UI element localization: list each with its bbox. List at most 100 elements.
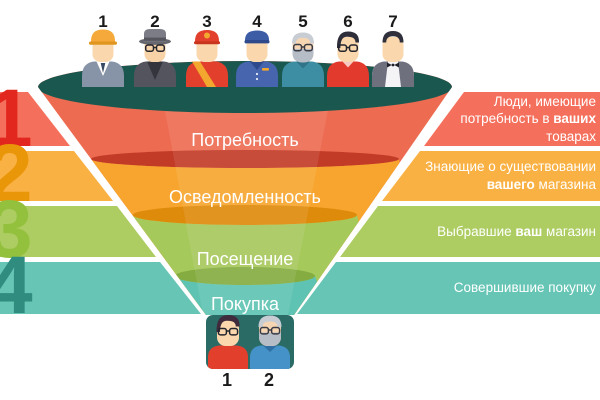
hard-hat-brim [89,41,117,45]
description-text: товарах [546,128,596,144]
funnel-lip-need [91,150,399,168]
builder-tie [100,63,106,73]
fedora-band [144,37,166,41]
senior-polo [282,61,324,87]
uniform-button [255,72,259,76]
buyer-1-hair [216,315,240,332]
glasses-icon [292,43,314,52]
young-collar [342,61,354,68]
band-3-left [0,206,156,257]
description-text-bold: вашего [486,176,535,192]
stage-2-number: 2 [0,128,33,219]
description-text-bold: ваш [515,223,543,239]
stage-1-number: 1 [0,73,33,164]
funnel-center-highlight [163,100,330,315]
young-shirt [327,61,369,87]
label-need: Потребность [191,130,299,150]
buyer-1-shirt [208,345,248,369]
description-line: вашего магазина [330,176,596,194]
description-text-bold: ваших [553,111,596,127]
stage-3-number: 3 [0,184,33,275]
customers [208,315,290,369]
buyer-senior-icon [250,315,290,369]
stage-2-description: Знающие о существовании вашего магазина [330,150,600,201]
glasses-icon [259,326,281,335]
waiter-vest-right [398,61,414,87]
senior-collar [296,61,310,69]
description-text: Совершившие покупку [453,280,596,296]
persona-4-number: 4 [252,12,262,31]
gray-hair [258,315,282,327]
description-text: магазина [534,176,596,192]
uniform-button [255,77,259,81]
person-young-glasses-icon [327,31,369,87]
uniform-badge [262,68,269,71]
stage-4-description: Совершившие покупку [330,262,600,314]
person-officer-icon [236,30,278,87]
buyer-1-number: 1 [222,370,232,390]
description-line: Совершившие покупку [330,279,596,297]
persona-2-number: 2 [150,12,159,31]
dark-hair [382,31,404,43]
glasses-icon [144,44,166,52]
label-purchase: Покупка [211,294,280,314]
funnel-stage-labels: Потребность Осведомленность Посещение По… [169,130,321,314]
waiter-head [382,37,404,62]
bow-tie-icon [387,62,399,68]
persona-7-number: 7 [388,12,397,31]
band-4-right [297,262,600,314]
band-2-left [0,151,113,201]
description-line: потребность в ваших [330,110,596,128]
cap-badge [204,32,210,39]
description-text: потребность в [460,111,554,127]
buyer-1-head [217,320,239,346]
gray-hair [292,32,314,44]
officer-collar [250,61,264,70]
cap-brim [194,41,220,45]
label-visit: Посещение [197,249,294,269]
persona-6-number: 6 [343,12,352,31]
description-line: Выбравшие ваш магазин [330,223,596,241]
gray-beard [292,49,314,63]
description-text: Люди, имеющие [493,93,596,109]
description-line: товарах [330,128,596,146]
band-1-right [424,92,600,146]
persona-1-number: 1 [98,12,107,31]
officer-cap-brim [244,40,270,44]
persona-row [82,29,414,87]
person-hipster-icon [134,29,176,87]
customers-box: 1 2 [206,315,294,390]
gray-beard [259,332,281,346]
courier-bag-strap [192,61,216,87]
buyer-2-shirt [250,345,290,369]
buyer-2-number: 2 [264,370,274,390]
stage-4-number: 4 [0,240,33,331]
person-senior-icon [282,32,324,87]
stage-3-description: Выбравшие ваш магазин [330,206,600,257]
funnel-lip-visit [175,267,315,285]
dark-hair [336,31,360,48]
description-line: Люди, имеющие [330,93,596,111]
buyer-2-collar [263,345,277,352]
hard-hat-icon [91,29,115,42]
band-4-left [0,262,201,314]
stage-numbers-left: 1 2 3 4 [0,73,33,331]
band-3-right [340,206,600,257]
glasses-icon [217,327,239,336]
person-waiter-icon [372,31,414,87]
person-courier-icon [186,30,228,87]
stage-1-description: Люди, имеющие потребность в ваших товара… [330,92,600,146]
label-awareness: Осведомленность [169,187,321,207]
waiter-vest-left [372,61,388,87]
young-head [337,37,359,62]
funnel-lip-awareness [133,205,357,225]
bow-tie-knot [391,63,395,67]
funnel-section-purchase [150,276,340,315]
persona-3-number: 3 [202,12,211,31]
band-2-right [382,151,600,201]
hipster-undershirt [147,61,163,80]
description-text: Знающие о существовании [425,159,596,174]
description-text: Выбравшие [437,223,516,239]
